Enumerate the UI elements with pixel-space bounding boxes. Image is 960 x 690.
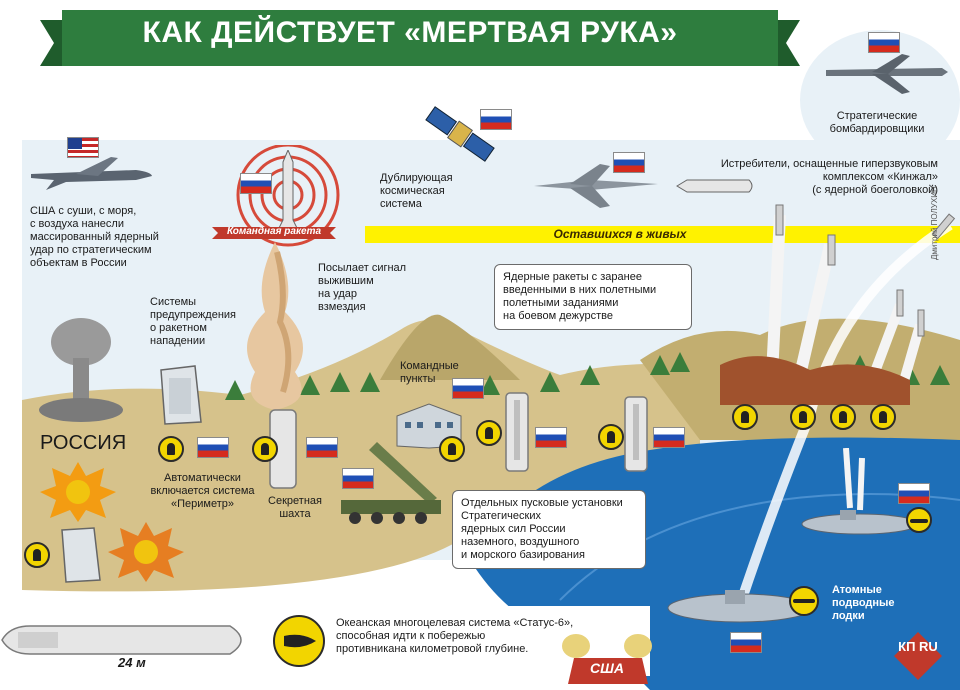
radar-icon [160,365,202,425]
ru-flag-icon [653,427,685,448]
nuclear-badge-icon [439,436,465,462]
submarine-icon [667,590,813,623]
kp-logo [894,632,942,680]
title-banner [40,10,800,66]
nuclear-badge-icon [24,542,50,568]
submarines-caption: Атомные подводные лодки [832,584,895,622]
nuclear-badge-icon [870,404,896,430]
nuclear-badge-icon [476,420,502,446]
submarine-icon [801,448,919,535]
command-posts-caption: Командные пункты [400,360,459,385]
missile-icon [676,179,753,193]
ru-flag-icon [613,152,645,173]
length-label: 24 м [118,655,146,670]
torpedo-icon [1,625,242,655]
ru-flag-icon [898,483,930,504]
ru-flag-icon [197,437,229,458]
russia-label: РОССИЯ [40,432,127,454]
missile-silo [505,392,529,472]
submarine-badge-icon [789,586,819,616]
bomber-icon [826,54,948,94]
page-title: КАК ДЕЙСТВУЕТ «МЕРТВАЯ РУКА» [142,16,678,49]
ru-flag-icon [730,632,762,653]
bombers-caption: Стратегические бомбардировщики [829,110,925,135]
mushroom-cloud-icon [39,318,123,422]
explosion-icon [108,522,184,582]
missile-launches [720,204,956,607]
command-rocket-ribbon [212,227,336,239]
mushroom-cloud-icon [562,634,652,684]
ru-flag-icon [452,378,484,399]
usa-strike-caption: США с суши, с моря, с воздуха нанесли ма… [30,205,159,269]
survivors-band-label: Оставшихся в живых [553,227,687,241]
missile-icon [278,150,298,229]
fighters-caption: Истребители, оснащенные гиперзвуковым ко… [720,158,938,196]
nuclear-badge-icon [598,424,624,450]
nuclear-badge-icon [790,404,816,430]
smoke-trail [247,242,303,410]
perimeter-caption: Автоматически включается система «Периме… [150,472,255,510]
ru-flag-icon [868,32,900,53]
ru-flag-icon [535,427,567,448]
mountain [380,314,520,380]
usa-label: США [590,660,624,676]
ru-flag-icon [240,173,272,194]
signal-caption: Посылает сигнал выжившим на удар взмезди… [318,262,407,313]
nuclear-badge-icon [732,404,758,430]
nuclear-badge-icon [252,436,278,462]
nuclear-badge-icon [830,404,856,430]
survivors-band [365,226,960,243]
torpedo-badge-icon [273,615,325,667]
radar-icon [61,527,101,583]
us-flag-icon [67,137,99,158]
status6-caption: Океанская многоцелевая система «Статус-6… [336,617,574,655]
ru-flag-icon [342,468,374,489]
bomber-icon [31,157,152,190]
warning-caption: Системы предупреждения о ракетном нападе… [150,296,237,347]
explosion-icon [40,462,116,522]
submarine-badge-icon [906,507,932,533]
author-credit: Дмитрий ПОЛУХИН [930,186,939,260]
nuclear-missiles-callout: Ядерные ракеты с заранее введенными в ни… [494,264,692,330]
ru-flag-icon [306,437,338,458]
nuclear-badge-icon [158,436,184,462]
space-caption: Дублирующая космическая система [380,172,453,210]
sky-bubble [800,30,960,170]
kp-logo-text: КП RU [898,639,938,654]
truck-launcher-icon [341,442,441,524]
ru-flag-icon [480,109,512,130]
shaft-caption: Секретная шахта [268,495,322,520]
command-rocket-label: Командная ракета [226,226,322,237]
satellite-icon [425,106,495,162]
launchers-callout: Отдельных пусковые установки Стратегичес… [452,490,646,569]
missile-silo [624,396,648,472]
fighter-icon [534,164,658,208]
